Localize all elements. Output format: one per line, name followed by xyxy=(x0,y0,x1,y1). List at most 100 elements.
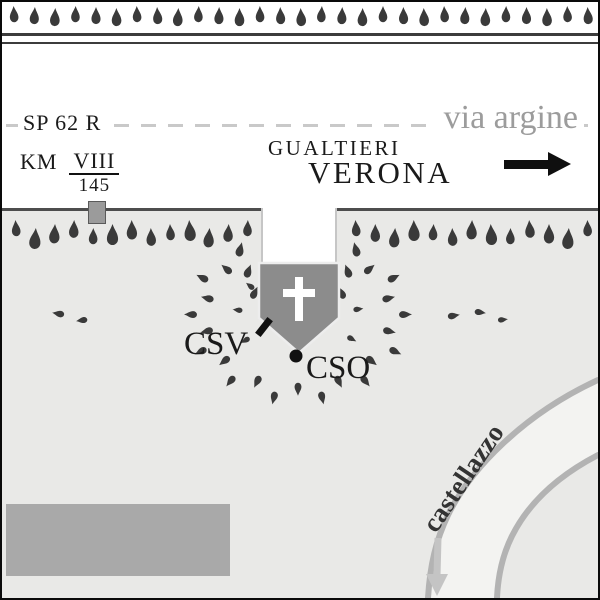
vegetation-mark xyxy=(562,228,574,250)
vegetation-mark xyxy=(29,228,41,250)
km-roman: VIII xyxy=(69,148,120,176)
monument xyxy=(255,261,341,363)
vegetation-mark xyxy=(474,309,486,316)
vegetation-mark xyxy=(352,242,361,257)
vegetation-mark xyxy=(243,264,252,278)
road-centerline xyxy=(6,124,594,127)
vegetation-mark xyxy=(250,286,258,299)
vegetation-marks-layer xyxy=(9,6,593,405)
vegetation-mark xyxy=(419,8,429,27)
vegetation-mark xyxy=(318,391,326,405)
vegetation-mark xyxy=(338,286,346,299)
vegetation-mark xyxy=(370,224,381,242)
vegetation-mark xyxy=(132,6,142,23)
vegetation-mark xyxy=(254,375,262,388)
vegetation-mark xyxy=(440,6,449,23)
road-edge-inner xyxy=(494,452,598,598)
road-name-sp62r: SP 62 R xyxy=(18,110,107,136)
vegetation-mark xyxy=(153,7,163,25)
embankment-line-top xyxy=(2,33,598,36)
vegetation-mark xyxy=(497,317,508,323)
vegetation-mark xyxy=(389,228,400,248)
vegetation-mark xyxy=(184,220,196,242)
road-surface xyxy=(428,380,598,598)
vegetation-mark xyxy=(506,228,515,245)
vegetation-mark xyxy=(408,220,420,242)
vegetation-mark xyxy=(223,224,233,242)
vegetation-mark xyxy=(49,224,60,244)
vegetation-mark xyxy=(466,220,477,240)
vegetation-mark xyxy=(485,224,498,246)
vegetation-mark xyxy=(296,8,307,27)
vegetation-mark xyxy=(334,375,342,388)
vegetation-mark xyxy=(382,295,396,303)
cross-horizontal-bar xyxy=(283,289,315,297)
cross-vertical-bar xyxy=(295,277,303,321)
vegetation-mark xyxy=(480,8,491,27)
vegetation-mark xyxy=(240,336,250,343)
gateway-opening xyxy=(261,208,337,266)
km-meters: 145 xyxy=(78,175,111,197)
vegetation-mark xyxy=(200,295,214,303)
building-footprint xyxy=(6,504,230,576)
vegetation-mark xyxy=(294,382,302,396)
vegetation-mark xyxy=(363,264,375,275)
vegetation-mark xyxy=(317,6,326,23)
vegetation-mark xyxy=(146,228,156,246)
vegetation-mark xyxy=(245,282,255,290)
vegetation-mark xyxy=(521,7,532,25)
csv-marker xyxy=(255,316,273,338)
label-cso: CSO xyxy=(306,350,371,386)
field-edge-left xyxy=(2,208,261,211)
vegetation-mark xyxy=(460,7,470,25)
vegetation-mark xyxy=(276,7,286,25)
vegetation-mark xyxy=(71,6,80,23)
vegetation-mark xyxy=(214,7,224,25)
vegetation-mark xyxy=(91,7,101,25)
vegetation-mark xyxy=(337,7,347,25)
label-csv: CSV xyxy=(184,326,249,362)
vegetation-mark xyxy=(378,6,388,23)
vegetation-mark xyxy=(194,346,207,355)
km-marker-label: KM VIII 145 xyxy=(20,148,120,198)
destination-verona: VERONA xyxy=(308,155,453,190)
vegetation-mark xyxy=(203,228,214,248)
castellazzo-road: castellazzo xyxy=(416,377,598,598)
vegetation-mark xyxy=(583,7,593,25)
vegetation-mark xyxy=(447,312,460,320)
vegetation-mark xyxy=(365,355,377,366)
vegetation-mark xyxy=(226,375,236,387)
vegetation-mark xyxy=(29,7,39,25)
embankment-line-bottom xyxy=(2,42,598,44)
vegetation-mark xyxy=(9,6,19,23)
down-arrow-icon xyxy=(426,574,448,596)
vegetation-mark xyxy=(76,317,88,324)
road-edge-outer xyxy=(425,377,598,598)
vegetation-mark xyxy=(52,310,65,318)
vegetation-mark xyxy=(219,355,231,366)
vegetation-mark xyxy=(88,228,98,245)
vegetation-mark xyxy=(357,8,368,27)
cso-point xyxy=(289,349,303,363)
vegetation-mark xyxy=(194,6,203,23)
vegetation-mark xyxy=(360,375,370,387)
vegetation-mark xyxy=(235,242,244,257)
vegetation-mark xyxy=(234,8,245,27)
vegetation-mark xyxy=(69,220,79,238)
road-name-via-argine: via argine xyxy=(437,99,584,137)
vegetation-mark xyxy=(563,6,572,23)
vegetation-mark xyxy=(126,220,138,240)
destination-gualtieri: GUALTIERI xyxy=(268,136,401,160)
vegetation-mark xyxy=(525,220,535,238)
vegetation-mark xyxy=(255,6,265,23)
vegetation-mark xyxy=(111,8,122,27)
vegetation-mark xyxy=(447,228,458,246)
field-edge-right xyxy=(337,208,598,211)
vegetation-mark xyxy=(428,224,438,241)
vegetation-mark xyxy=(389,346,402,355)
vegetation-mark xyxy=(270,391,278,405)
vegetation-mark xyxy=(50,8,60,27)
latin-cross-icon xyxy=(283,277,315,321)
